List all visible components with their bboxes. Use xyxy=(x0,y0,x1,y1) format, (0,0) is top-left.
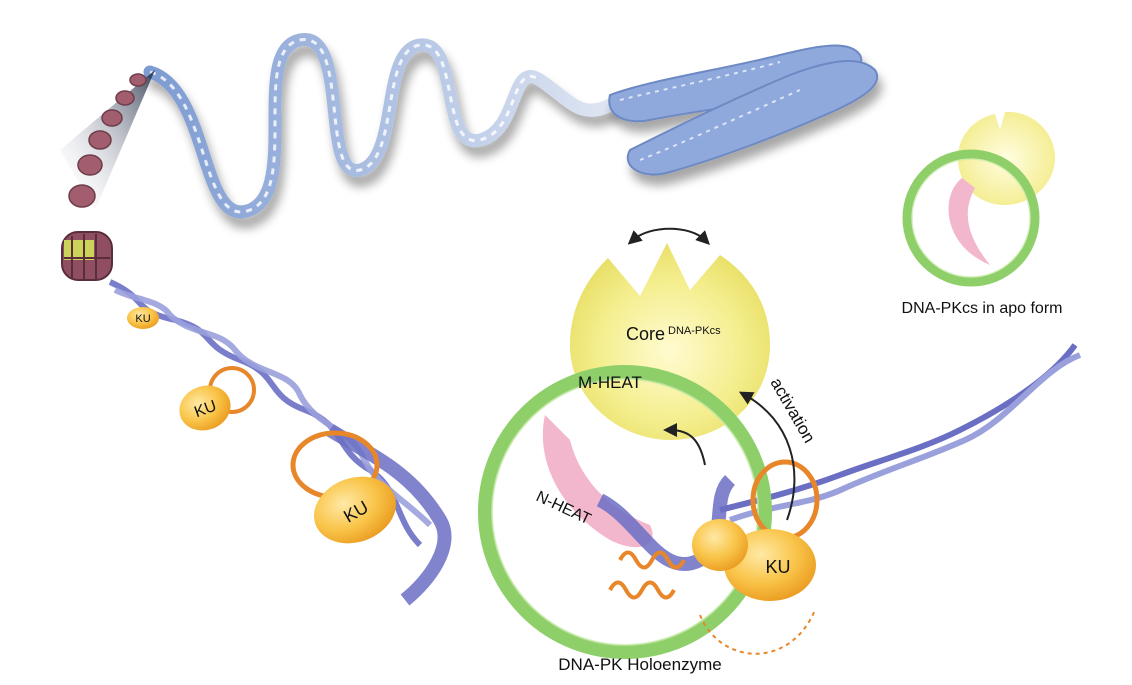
apo-m-heat-ring xyxy=(902,149,1040,287)
ku-complex-holoenzyme: KU xyxy=(692,459,820,655)
chromatin-fiber xyxy=(143,33,617,219)
apo-form-caption: DNA-PKcs in apo form xyxy=(902,300,1063,317)
ku-label: KU xyxy=(765,557,790,577)
nucleosome xyxy=(61,231,113,281)
core-label: Core xyxy=(626,324,665,344)
chromosome xyxy=(608,44,878,176)
ku-label: KU xyxy=(135,313,150,325)
dna-pkcs-apo xyxy=(902,111,1055,287)
rotation-arrow-icon xyxy=(663,423,706,466)
dna-helix-left xyxy=(108,279,452,606)
ku-complex-medium: KU xyxy=(179,366,256,431)
dna-helix-right xyxy=(719,343,1082,523)
m-heat-label: M-HEAT xyxy=(578,373,642,392)
m-heat-ring xyxy=(478,365,772,659)
holoenzyme-caption: DNA-PK Holoenzyme xyxy=(558,655,721,674)
core-superscript: DNA-PKcs xyxy=(668,325,721,337)
ku-complex-small: KU xyxy=(127,307,159,329)
activation-label: activation xyxy=(767,375,819,447)
activation-arrow-icon xyxy=(738,391,796,521)
curved-double-arrow-icon xyxy=(627,227,710,245)
nucleosome-stack xyxy=(60,70,155,281)
ku-complex-large: KU xyxy=(290,430,396,544)
ku-label: KU xyxy=(192,398,219,422)
